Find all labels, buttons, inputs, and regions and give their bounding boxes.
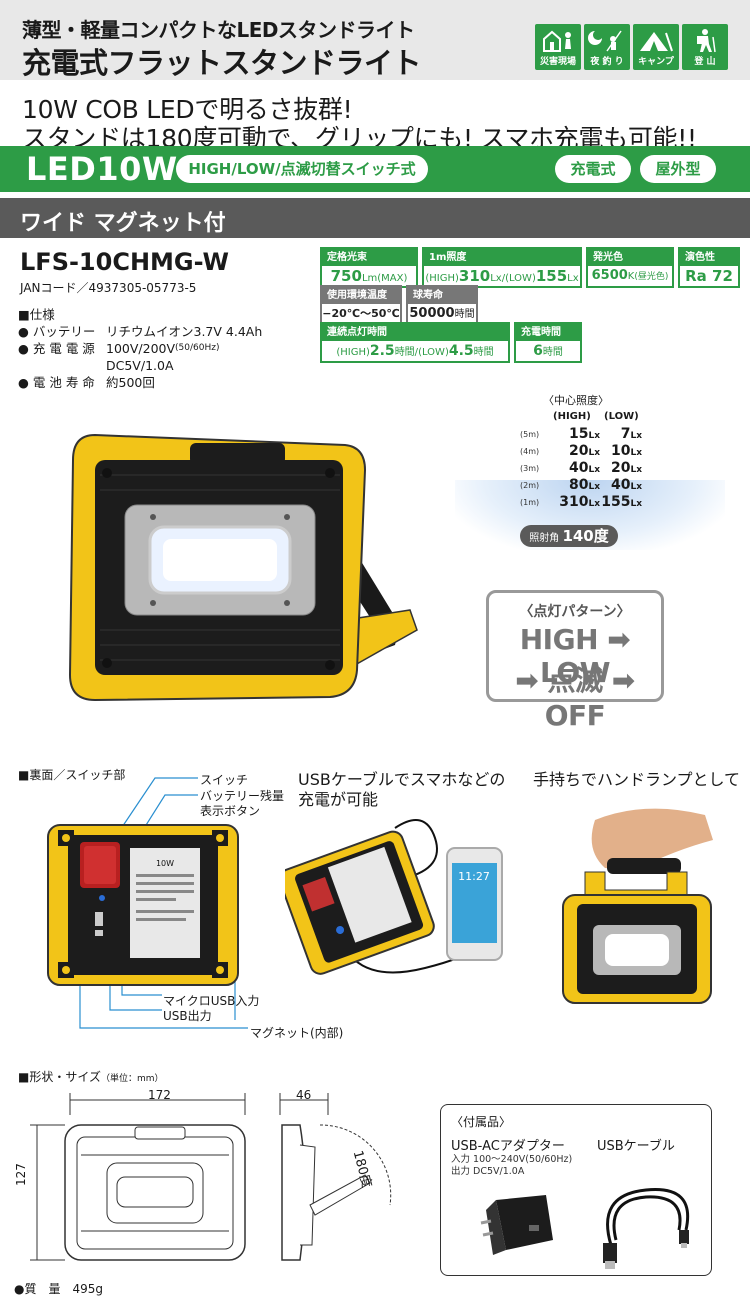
model-number: LFS-10CHMG-W (20, 248, 229, 276)
arrow-right-icon: ➡ (611, 664, 635, 697)
spec-runtime: 連続点灯時間 (HIGH)2.5時間/(LOW)4.5時間 (320, 322, 510, 363)
beam-angle: 照射角 140度 (520, 525, 618, 547)
led-wattage: LED10W (26, 150, 178, 188)
illum-high-value: 80Lx (568, 477, 600, 493)
hand-lamp-photo (562, 808, 713, 1004)
switch-mode-badge: HIGH/LOW/点滅切替スイッチ式 (176, 155, 428, 183)
ac-adapter-icon (480, 1195, 553, 1255)
illum-distance: (5m) (520, 430, 540, 439)
usb-caption-2: 充電が可能 (298, 790, 379, 809)
spec-illuminance-1m: 1m照度 (HIGH)310Lx/(LOW)155Lx (422, 247, 582, 288)
subtitle: 薄型・軽量コンパクトなLEDスタンドライト (22, 18, 415, 42)
illum-distance: (4m) (520, 447, 540, 456)
adapter-input: 入力 100〜240V(50/60Hz) (451, 1154, 573, 1165)
callout-usb-out: USB出力 (163, 1009, 212, 1023)
lighting-pattern-box: 〈点灯パターン〉 HIGH ➡ LOW ➡ 点滅 ➡ OFF (486, 590, 664, 732)
illum-low-value: 20Lx (610, 460, 642, 476)
spec-cri: 演色性 Ra 72 (678, 247, 740, 288)
spec-lamp-life: 球寿命 50000時間 (406, 285, 478, 326)
illum-low-value: 40Lx (610, 477, 642, 493)
illum-high-value: 40Lx (568, 460, 600, 476)
illum-low-value: 7Lx (620, 426, 642, 442)
arrow-right-icon: ➡ (515, 664, 539, 697)
callout-magnet: マグネット(内部) (250, 1026, 344, 1040)
illum-distance: (2m) (520, 481, 540, 490)
usb-charging-photo: 11:27 (285, 819, 503, 975)
spec-flux: 定格光束 750Lm(MAX) (320, 247, 418, 288)
accessories-box: 〈付属品〉 USB-ACアダプター 入力 100〜240V(50/60Hz) 出… (440, 1104, 712, 1276)
side-dimension-drawing (279, 1093, 392, 1261)
catch-copy-1: 10W COB LEDで明るさ抜群! (22, 95, 353, 124)
rechargeable-badge: 充電式 (555, 155, 631, 183)
usage-label: 夜 釣 り (590, 57, 624, 67)
usb-caption-1: USBケーブルでスマホなどの (298, 770, 506, 789)
back-label-text: 10W (156, 859, 174, 868)
illum-col-high: (HIGH) (553, 411, 591, 422)
hand-caption: 手持ちでハンドランプとして (533, 770, 741, 789)
dim-height: 127 (14, 1163, 28, 1186)
adapter-output: 出力 DC5V/1.0A (451, 1166, 525, 1177)
jan-code: JANコード／4937305-05773-5 (20, 281, 197, 295)
spec-charge-time: 充電時間 6時間 (514, 322, 582, 363)
magnet-feature: ワイド マグネット付 (20, 211, 226, 236)
camping-icon: キャンプ (633, 24, 679, 70)
illum-high-value: 20Lx (568, 443, 600, 459)
illum-col-low: (LOW) (604, 411, 639, 422)
callout-battery-2: 表示ボタン (200, 804, 261, 818)
product-photo (68, 433, 418, 702)
callout-switch: スイッチ (200, 773, 249, 787)
size-heading: ■形状・サイズ（単位：mm） (18, 1070, 164, 1084)
spec-color-temp: 発光色 6500K(昼光色) (586, 247, 674, 288)
product-title: 充電式フラットスタンドライト (22, 46, 422, 80)
phone-clock: 11:27 (458, 870, 490, 883)
weight: ●質 量 495g (14, 1282, 104, 1296)
usage-label: 登 山 (694, 57, 716, 67)
illum-title: 〈中心照度〉 (543, 394, 609, 407)
illum-low-value: 10Lx (610, 443, 642, 459)
callout-battery-1: バッテリー残量 (200, 789, 285, 803)
cable-label: USBケーブル (597, 1139, 675, 1154)
outdoor-badge: 屋外型 (640, 155, 716, 183)
dim-width: 172 (148, 1088, 171, 1102)
usage-label: 災害現場 (539, 57, 576, 67)
illum-high-value: 15Lx (568, 426, 600, 442)
usb-cable-icon (603, 1188, 690, 1269)
hiking-icon: 登 山 (682, 24, 728, 70)
disaster-site-icon: 災害現場 (535, 24, 581, 70)
illum-distance: (3m) (520, 464, 540, 473)
illum-low-value: 155Lx (601, 494, 642, 510)
arrow-right-icon: ➡ (607, 623, 631, 656)
pattern-line-1: HIGH ➡ LOW (519, 623, 631, 689)
back-heading: ■裏面／スイッチ部 (18, 768, 126, 782)
spec-operating-temp: 使用環境温度 −20℃〜50℃ (320, 285, 402, 326)
back-view-photo: 10W (47, 777, 248, 1029)
magnet-band (0, 198, 750, 238)
usage-label: キャンプ (638, 57, 674, 67)
dim-depth: 46 (296, 1088, 312, 1102)
illum-distance: (1m) (520, 498, 540, 507)
illum-high-value: 310Lx (559, 494, 600, 510)
front-dimension-drawing (30, 1093, 246, 1261)
night-fishing-icon: 夜 釣 り (584, 24, 630, 70)
adapter-label: USB-ACアダプター (451, 1139, 565, 1154)
pattern-line-2: ➡ 点滅 ➡ OFF (515, 664, 635, 732)
